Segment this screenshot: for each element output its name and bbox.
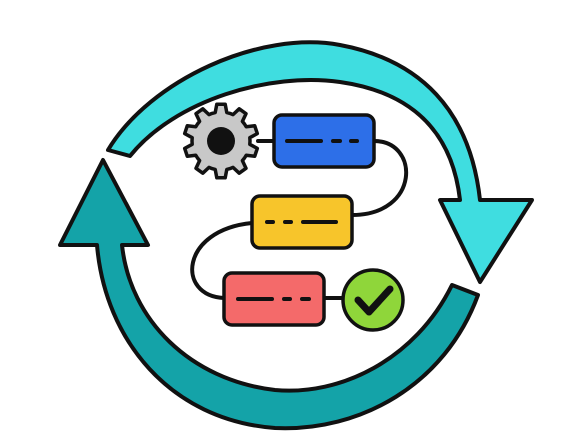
step-box-1 [272,113,376,169]
gear-hub [207,127,235,155]
cycle-arrow-top-icon [106,40,534,284]
step-box-2 [250,194,354,250]
gear-icon [182,102,260,180]
flow-connector-lines [190,139,409,300]
step-box-3 [222,271,326,327]
cycle-arrow-bottom-icon [58,158,480,431]
check-mark-icon [341,268,405,332]
